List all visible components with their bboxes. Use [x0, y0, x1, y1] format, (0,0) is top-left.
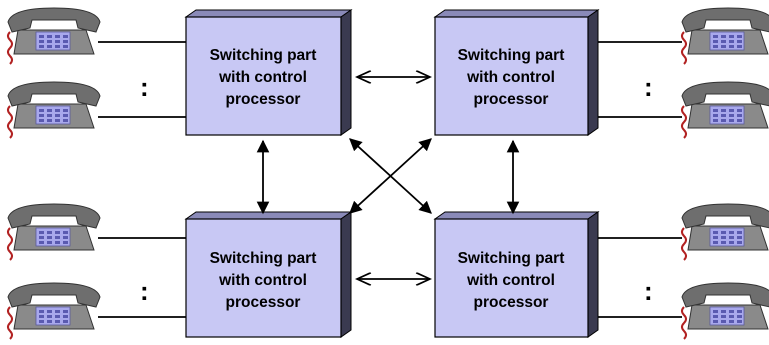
- trunk-connections: [256, 77, 520, 279]
- ellipsis-top-right: :: [644, 72, 653, 102]
- box-label-line-1: Switching part: [458, 250, 565, 267]
- telephone-icon: [7, 7, 101, 65]
- telephone-icon: [681, 282, 769, 340]
- box-label-line-2: with control: [218, 272, 307, 289]
- connector-diagonal-2: [349, 138, 432, 214]
- box-label-line-2: with control: [466, 69, 555, 86]
- telephone-icon: [681, 7, 769, 65]
- box-label-line-2: with control: [218, 69, 307, 86]
- telephone-icon: [7, 282, 101, 340]
- box-label-line-3: processor: [474, 91, 549, 108]
- telephone-icon: [681, 203, 769, 261]
- telephone-icon: [7, 203, 101, 261]
- telephone-icon: [681, 81, 769, 139]
- switching-box-top-left: Switching part with control processor: [184, 9, 353, 136]
- box-label-line-1: Switching part: [210, 47, 317, 64]
- telephone-icon: [7, 81, 101, 139]
- switching-box-bottom-left: Switching part with control processor: [184, 211, 353, 338]
- ellipsis-top-left: :: [140, 72, 149, 102]
- box-label-line-3: processor: [226, 294, 301, 311]
- box-label-line-3: processor: [226, 91, 301, 108]
- box-label-line-1: Switching part: [458, 47, 565, 64]
- ellipsis-bottom-left: :: [140, 276, 149, 306]
- subscriber-lines: [98, 41, 682, 318]
- ellipsis-bottom-right: :: [644, 276, 653, 306]
- box-label-line-1: Switching part: [210, 250, 317, 267]
- switching-box-top-right: Switching part with control processor: [433, 9, 600, 136]
- box-label-line-2: with control: [466, 272, 555, 289]
- box-label-line-3: processor: [474, 294, 549, 311]
- switching-box-bottom-right: Switching part with control processor: [433, 211, 600, 338]
